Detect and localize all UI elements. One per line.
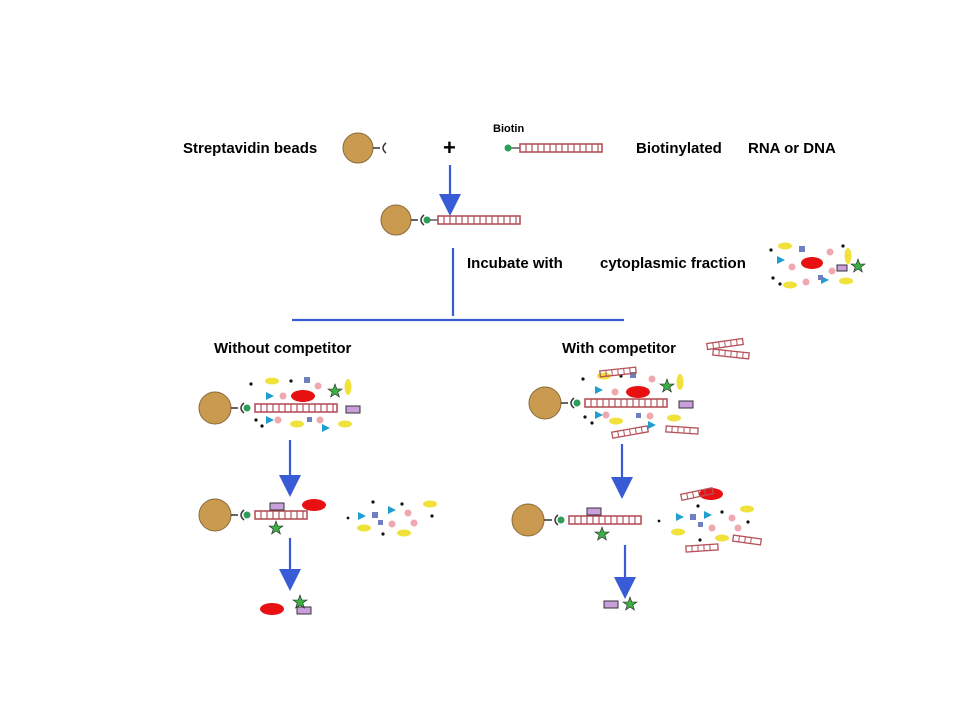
without-competitor-label: Without competitor	[214, 340, 352, 357]
streptavidin-bead-icon	[342, 132, 387, 164]
plus-sign: +	[443, 135, 456, 160]
biotinylated-strand-icon	[504, 143, 603, 153]
with-competitor-incubation-icon	[528, 366, 699, 439]
with-competitor-eluate-icon	[603, 596, 638, 611]
biotin-label: Biotin	[493, 123, 524, 135]
rna-or-dna-label: RNA or DNA	[748, 140, 836, 157]
cytoplasmic-fraction-label: cytoplasmic fraction	[600, 255, 746, 272]
competitor-strands-icon	[706, 337, 750, 360]
without-competitor-incubation-icon	[198, 377, 361, 432]
incubate-with-label: Incubate with	[467, 255, 563, 272]
with-competitor-label: With competitor	[562, 340, 676, 357]
without-competitor-eluate-icon	[260, 594, 312, 615]
with-competitor-wash-icon	[511, 486, 763, 553]
cytoplasmic-fraction-icon	[769, 242, 866, 289]
bead-strand-complex-icon	[380, 204, 521, 236]
streptavidin-beads-label: Streptavidin beads	[183, 140, 317, 157]
without-competitor-wash-icon	[198, 498, 437, 537]
biotinylated-label: Biotinylated	[636, 140, 722, 157]
